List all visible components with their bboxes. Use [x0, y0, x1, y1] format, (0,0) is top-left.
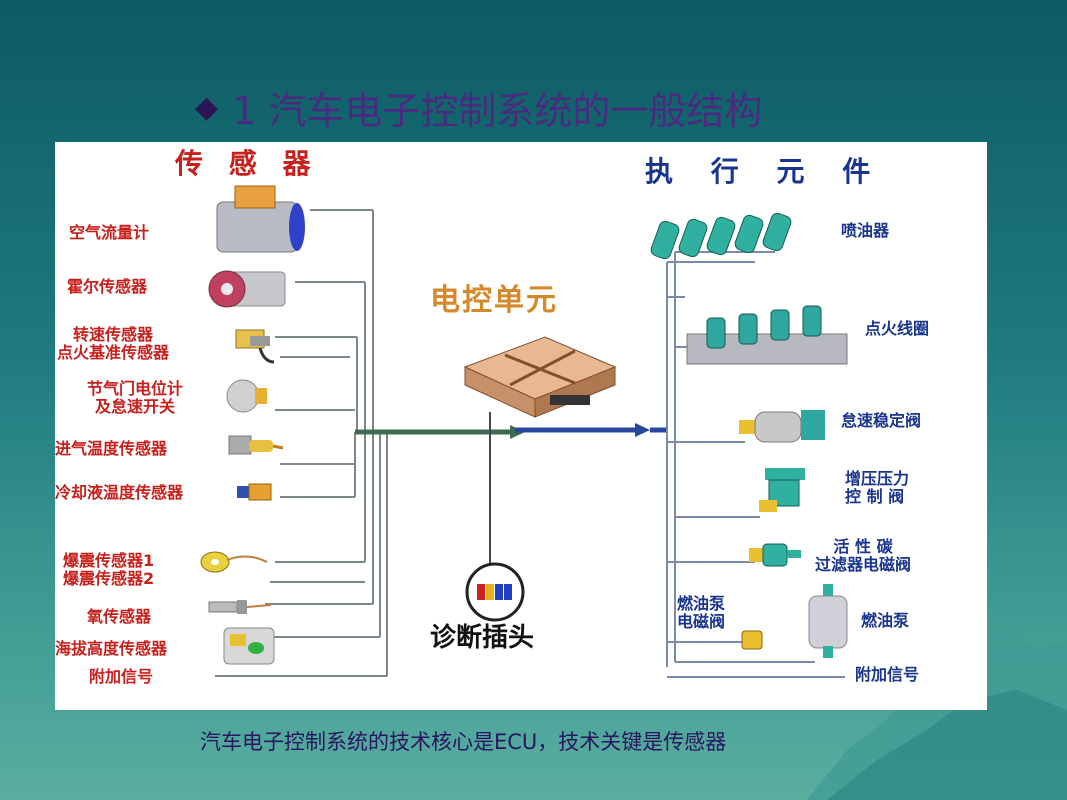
- actuator-label-carbon-canister: 活 性 碳 过滤器电磁阀: [815, 537, 912, 574]
- fuel-injector-icon: [650, 212, 792, 260]
- hall-sensor-icon: [208, 270, 286, 308]
- sensor-label-air-flow-meter: 空气流量计: [69, 223, 150, 242]
- sensor-label-hall: 霍尔传感器: [67, 277, 148, 296]
- coolant-temp-sensor-icon: [237, 483, 272, 501]
- actuators-header: 执 行 元 件: [645, 155, 885, 188]
- air-flow-meter-icon: [216, 185, 305, 253]
- sensors-header: 传 感 器: [175, 147, 319, 180]
- diagnostic-plug-icon: [465, 562, 525, 622]
- carbon-canister-valve-icon: [749, 543, 801, 567]
- ignition-coil-icon: [686, 305, 848, 365]
- actuator-label-boost-valve: 增压压力 控 制 阀: [845, 469, 910, 506]
- speed-sensor-icon: [235, 329, 275, 364]
- intake-temp-sensor-icon: [228, 435, 284, 455]
- oxygen-sensor-icon: [208, 600, 272, 614]
- actuator-label-fuel-pump-relay: 燃油泵 电磁阀: [677, 594, 726, 631]
- sensor-label-altitude: 海拔高度传感器: [55, 639, 168, 658]
- wiring-diagram: [215, 209, 845, 678]
- fuel-pump-icon: [808, 584, 848, 658]
- actuator-label-extra-signal: 附加信号: [855, 665, 920, 684]
- sensor-label-extra-signal: 附加信号: [89, 667, 154, 686]
- throttle-position-sensor-icon: [226, 379, 267, 413]
- sensor-label-knock: 爆震传感器1 爆震传感器2: [63, 551, 155, 588]
- actuator-label-fuel-pump: 燃油泵: [861, 611, 910, 630]
- slide-title-text: 1 汽车电子控制系统的一般结构: [232, 88, 763, 133]
- actuator-label-ignition-coil: 点火线圈: [865, 319, 930, 338]
- boost-valve-icon: [759, 468, 805, 512]
- knock-sensor-icon: [200, 551, 268, 573]
- altitude-sensor-icon: [223, 627, 275, 665]
- actuator-label-injector: 喷油器: [841, 221, 890, 240]
- diamond-bullet-icon: ◆: [195, 89, 219, 125]
- actuator-label-idle-valve: 怠速稳定阀: [841, 411, 922, 430]
- sensor-label-throttle: 节气门电位计 及怠速开关: [87, 379, 184, 416]
- ecu-label: 电控单元: [430, 283, 558, 318]
- diagnostic-plug-label: 诊断插头: [430, 623, 535, 653]
- background-mountain-decoration: [807, 630, 1067, 800]
- idle-valve-icon: [739, 410, 825, 443]
- sensor-label-speed: 转速传感器 点火基准传感器: [57, 325, 170, 362]
- diagram-panel: 传 感 器 执 行 元 件 空气流量计 霍尔传感器 转速传感器 点火基准传感器 …: [55, 142, 987, 710]
- fuel-pump-relay-icon: [741, 630, 763, 650]
- slide-title: ◆ 1 汽车电子控制系统的一般结构: [195, 82, 763, 133]
- ecu-box-icon: [463, 336, 617, 418]
- sensor-label-intake-temp: 进气温度传感器: [55, 439, 168, 458]
- slide-caption: 汽车电子控制系统的技术核心是ECU，技术关键是传感器: [200, 730, 727, 754]
- sensor-label-oxygen: 氧传感器: [87, 607, 152, 626]
- sensor-label-coolant-temp: 冷却液温度传感器: [55, 483, 184, 502]
